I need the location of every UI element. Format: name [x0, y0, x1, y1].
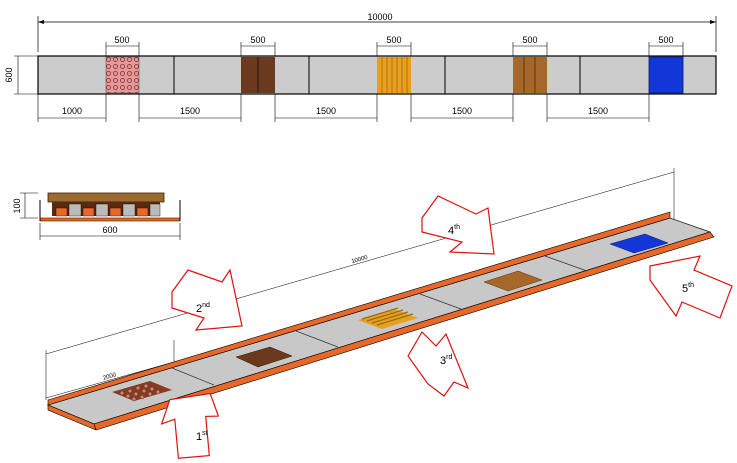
sample-4-medium-brown — [513, 57, 547, 93]
section-view: 100 600 — [12, 192, 181, 240]
iso-sample-3 — [358, 307, 418, 329]
arrow-1: 1st — [160, 392, 220, 459]
iso-sample-1 — [112, 381, 172, 402]
plan-view: 10000 — [4, 12, 717, 122]
spacing-label: 1500 — [316, 106, 336, 116]
arrow-5: 5th — [649, 255, 733, 319]
channel-width-label: 600 — [4, 67, 14, 82]
iso-overall-dimension — [45, 168, 675, 400]
arrow-2: 2nd — [171, 268, 243, 331]
sample-width-label: 500 — [522, 35, 537, 45]
channel-width-dimension — [14, 55, 38, 95]
arrow-3-label: 3rd — [440, 354, 452, 367]
sample-width-label: 500 — [114, 35, 129, 45]
sample-width-dimensions — [105, 42, 684, 56]
spacing-label: 1000 — [62, 106, 82, 116]
arrow-1-label: 1st — [196, 430, 208, 443]
iso-segment-length-label: 2000 — [102, 372, 117, 382]
sample-1-pink — [105, 56, 140, 94]
overall-length-dimension: 10000 — [37, 12, 717, 52]
section-height-label: 100 — [12, 198, 22, 213]
overall-length-label: 10000 — [367, 12, 392, 22]
spacing-label: 1500 — [452, 106, 472, 116]
iso-sample-4 — [483, 270, 543, 292]
sample-width-label: 500 — [658, 35, 673, 45]
iso-sample-2 — [235, 346, 293, 368]
section-samples — [55, 203, 161, 217]
sample-width-label: 500 — [386, 35, 401, 45]
arrow-4-label: 4th — [448, 224, 460, 237]
sample-width-label: 500 — [250, 35, 265, 45]
iso-sample-5 — [609, 233, 669, 254]
arrow-2-label: 2nd — [196, 302, 210, 315]
spacing-label: 1500 — [588, 106, 608, 116]
sample-2-dark-brown — [241, 57, 275, 93]
iso-overall-length-label: 10000 — [351, 255, 369, 266]
segment-dividers — [173, 56, 581, 94]
iso-view: 10000 2000 — [45, 168, 733, 459]
sample-5-blue — [648, 56, 684, 94]
arrow-3: 3rd — [407, 331, 470, 397]
spacing-label: 1500 — [180, 106, 200, 116]
spacing-dimensions — [37, 94, 650, 122]
section-width-label: 600 — [102, 225, 117, 235]
back-rim-iso — [47, 211, 671, 406]
iso-segment-dividers — [171, 255, 588, 386]
sample-3-gold — [377, 57, 411, 93]
arrow-4: 4th — [421, 195, 495, 255]
arrow-5-label: 5th — [682, 282, 694, 295]
